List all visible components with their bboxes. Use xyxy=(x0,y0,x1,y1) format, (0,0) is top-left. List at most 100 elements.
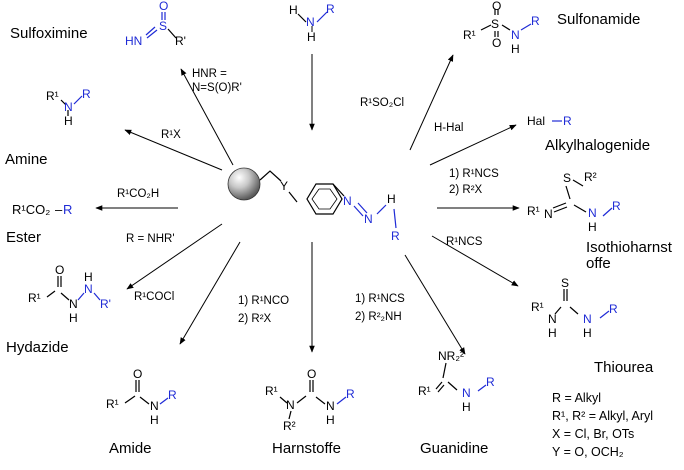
atom-r1-isothio: R¹ xyxy=(527,204,540,218)
atom-h1-hydazide: H xyxy=(69,311,78,325)
atom-r-amide: R xyxy=(168,388,177,402)
atom-h-triazene: H xyxy=(387,192,396,206)
aryl-n-bond xyxy=(332,183,345,197)
atom-h-amine: H xyxy=(64,114,73,128)
reagent-guanidine-2: 2) R²₂NH xyxy=(355,311,402,323)
atom-o1-sulfonamide: O xyxy=(492,0,502,13)
legend-line-2: R¹, R² = Alkyl, Aryl xyxy=(552,409,654,423)
atom-o-harnstoffe: O xyxy=(307,367,317,381)
title-ester: Ester xyxy=(6,229,42,246)
legend-line-4: Y = O, OCH₂ xyxy=(552,445,624,459)
atom-hn-sulfoximine: HN xyxy=(125,34,143,48)
atom-s-thiourea: S xyxy=(561,276,570,290)
atom-n-sulfonamide: N xyxy=(511,28,520,42)
atom-r-alkylhalogenide: R xyxy=(563,114,572,128)
atom-n1-harnstoffe: N xyxy=(286,398,295,412)
title-sulfoximine: Sulfoximine xyxy=(10,25,88,42)
atom-o-amide: O xyxy=(133,367,143,381)
title-guanidine: Guanidine xyxy=(420,440,489,457)
resin-bound-triazene xyxy=(227,167,397,229)
atom-h2-amine-top: H xyxy=(307,30,316,44)
reagent-alkylhalogenide: H-Hal xyxy=(434,122,464,134)
n-n-double-2 xyxy=(357,202,368,214)
atom-s-sulfonamide: S xyxy=(491,17,500,31)
atom-r-harnstoffe: R xyxy=(346,387,355,401)
atom-r1-thiourea: R¹ xyxy=(531,300,544,314)
atom-n-amide: N xyxy=(150,399,159,413)
title-thiourea: Thiourea xyxy=(594,359,654,376)
atom-h-isothio: H xyxy=(588,220,597,234)
atom-h2-thiourea: H xyxy=(583,326,592,340)
atom-r-thiourea: R xyxy=(609,302,618,316)
atom-n-isothio: N xyxy=(544,207,553,221)
atom-n2-harnstoffe: N xyxy=(326,399,335,413)
atom-r1-amine: R¹ xyxy=(46,89,59,103)
arrow-sulfonamide xyxy=(409,54,454,151)
atom-h-harnstoffe: H xyxy=(326,413,335,427)
benzene-inner xyxy=(311,188,338,210)
linker-bond-y xyxy=(288,191,298,203)
atom-n-amine: N xyxy=(64,100,73,114)
reagent-sulfoximine-2: N=S(O)R' xyxy=(192,82,242,94)
atom-r-guanidine: R xyxy=(486,375,495,389)
atom-h1-thiourea: H xyxy=(548,326,557,340)
reagent-harnstoffe-2: 2) R²X xyxy=(238,313,272,325)
atom-h-sulfonamide: H xyxy=(511,42,520,56)
atom-o-sulfoximine: O xyxy=(159,0,169,13)
nh-r-bond xyxy=(393,208,397,229)
arrow-amide xyxy=(179,241,241,345)
reagent-isothioharnstoffe-1: 1) R¹NCS xyxy=(449,168,499,180)
arrow-guanidine xyxy=(404,254,466,355)
arrow-thiourea xyxy=(431,235,519,287)
reagent-sulfoximine-1: HNR = xyxy=(192,68,227,80)
atom-r1-sulfonamide: R¹ xyxy=(463,28,476,42)
reagent-harnstoffe-1: 1) R¹NCO xyxy=(238,295,290,307)
atom-r1-hydazide: R¹ xyxy=(28,291,41,305)
atom-r-amine: R xyxy=(82,87,91,101)
atom-h-guanidine: H xyxy=(462,400,471,414)
atom-n2-thiourea: N xyxy=(583,312,592,326)
reagent-ester: R¹CO₂H xyxy=(117,188,160,200)
atom-r-sulfoximine: R' xyxy=(175,34,186,48)
atom-n-azo-2: N xyxy=(364,212,373,226)
reagent-thiourea: R¹NCS xyxy=(446,236,483,248)
legend-line-3: X = Cl, Br, OTs xyxy=(552,427,635,441)
atom-r-amine-top: R xyxy=(326,2,335,16)
atom-hal: Hal xyxy=(527,114,546,128)
atom-r1-guanidine: R¹ xyxy=(418,384,431,398)
product-bonds xyxy=(46,9,613,420)
n-n-double-1 xyxy=(353,205,364,217)
atom-n1-thiourea: N xyxy=(548,312,557,326)
atom-r-ester: R xyxy=(63,202,73,217)
reagent-amine: R¹X xyxy=(161,129,181,141)
resin-bead xyxy=(227,167,261,201)
atom-n1-hydazide: N xyxy=(69,297,78,311)
amine-starting-material xyxy=(297,11,328,32)
atom-r-triazene: R xyxy=(391,229,400,243)
atom-h-amine-top: H xyxy=(289,3,298,17)
reagent-guanidine-1: 1) R¹NCS xyxy=(355,293,405,305)
arrow-amine xyxy=(124,129,223,171)
title-isothioharnstoffe: Isothioharnst offe xyxy=(586,239,672,272)
atom-r-sulfonamide: R xyxy=(531,14,540,28)
atom-r1-amide: R¹ xyxy=(106,397,119,411)
arrow-alkylhalogenide xyxy=(429,124,517,166)
title-amide: Amide xyxy=(109,440,152,457)
atom-r2-isothio: R² xyxy=(584,170,597,184)
atom-r-isothio: R xyxy=(612,199,621,213)
atom-r1co2-ester: R¹CO₂ xyxy=(12,202,51,217)
atom-nh-isothio: N xyxy=(588,206,597,220)
n-nh-bond xyxy=(376,204,387,215)
atom-n-azo-1: N xyxy=(343,194,352,208)
arrow-sulfoximine xyxy=(180,68,234,166)
atom-h2-hydazide: H xyxy=(84,270,93,284)
linker-bond xyxy=(259,170,282,182)
atom-o2-sulfonamide: O xyxy=(492,36,502,50)
atom-s-sulfoximine: S xyxy=(159,19,168,33)
title-alkylhalogenide: Alkylhalogenide xyxy=(545,137,651,154)
atom-n-amine-top: N xyxy=(306,15,315,29)
atom-o-hydazide: O xyxy=(55,263,65,277)
reagent-sulfonamide: R¹SO₂Cl xyxy=(360,97,405,109)
title-hydazide: Hydazide xyxy=(6,339,69,356)
atom-s-isothio: S xyxy=(563,171,572,185)
